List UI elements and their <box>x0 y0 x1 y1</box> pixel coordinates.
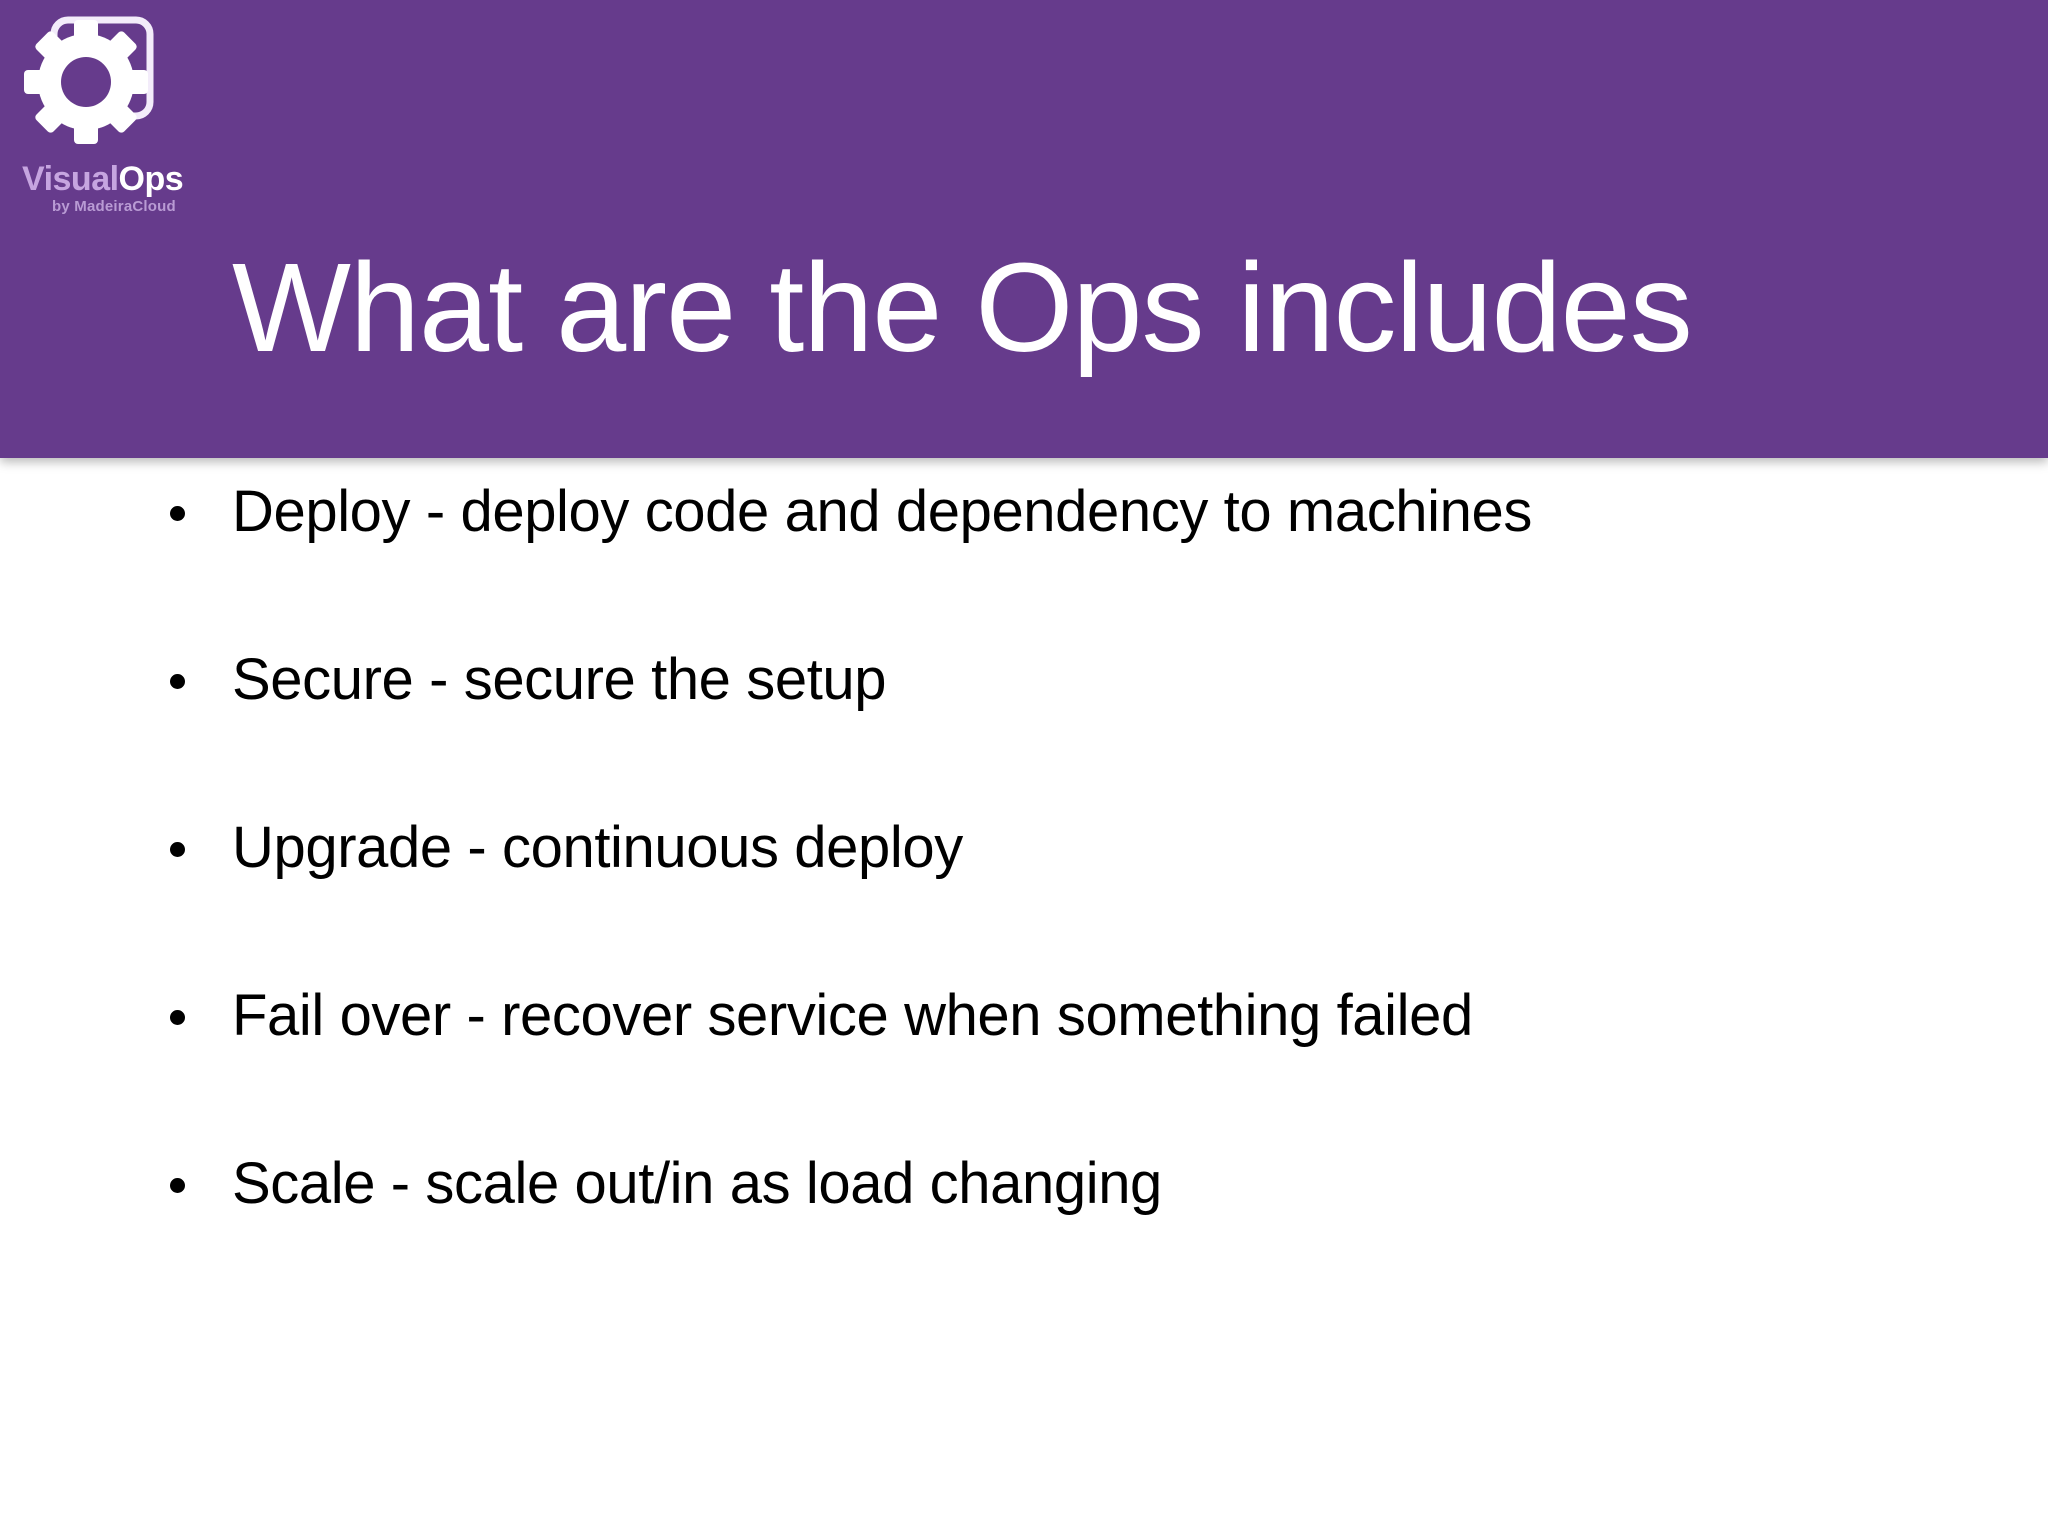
list-item-label: Scale - scale out/in as load changing <box>232 1151 1162 1216</box>
bullet-dot-icon <box>170 674 185 689</box>
list-item: Upgrade - continuous deploy <box>0 806 2048 974</box>
slide-bullet-list: Deploy - deploy code and dependency to m… <box>0 470 2048 1310</box>
list-item-label: Upgrade - continuous deploy <box>232 815 963 880</box>
bullet-dot-icon <box>170 506 185 521</box>
logo-wordmark-visual: Visual <box>22 160 119 198</box>
visualops-logo[interactable]: VisualOps by MadeiraCloud <box>14 6 224 221</box>
bullet-dot-icon <box>170 1010 185 1025</box>
gear-in-rounded-square-icon <box>24 10 164 158</box>
slide-title: What are the Ops includes <box>232 237 1693 379</box>
bullet-dot-icon <box>170 1178 185 1193</box>
list-item-label: Secure - secure the setup <box>232 647 887 712</box>
logo-wordmark-ops: Ops <box>118 160 184 198</box>
slide-header-band <box>0 0 2048 458</box>
list-item: Scale - scale out/in as load changing <box>0 1142 2048 1310</box>
list-item-label: Fail over - recover service when somethi… <box>232 983 1473 1048</box>
list-item: Fail over - recover service when somethi… <box>0 974 2048 1142</box>
list-item: Secure - secure the setup <box>0 638 2048 806</box>
bullet-dot-icon <box>170 842 185 857</box>
list-item: Deploy - deploy code and dependency to m… <box>0 470 2048 638</box>
logo-wordmark: VisualOps <box>22 158 222 200</box>
logo-tagline: by MadeiraCloud <box>52 198 176 215</box>
list-item-label: Deploy - deploy code and dependency to m… <box>232 479 1532 544</box>
